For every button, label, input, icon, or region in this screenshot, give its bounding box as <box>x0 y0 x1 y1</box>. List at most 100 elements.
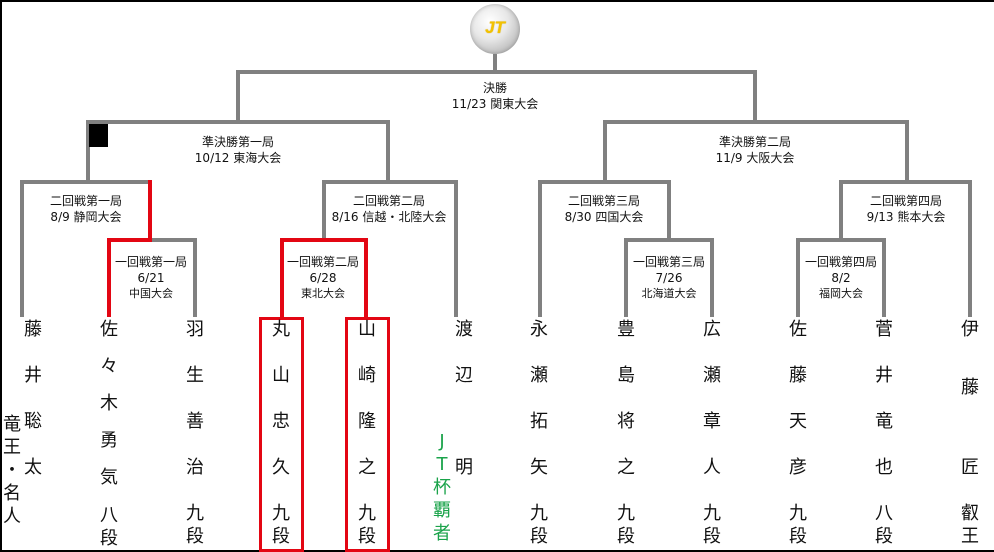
player-toyoshima-masayuki[interactable]: 豊 島 将 之 九 段 <box>604 318 648 548</box>
rank-char: 段 <box>186 526 204 547</box>
r1-3-label: 一回戦第三局 7/26 北海道大会 <box>633 254 705 302</box>
r1-4-round: 一回戦第四局 <box>804 255 878 269</box>
player-hirose-akihito[interactable]: 広 瀬 章 人 九 段 <box>690 318 734 548</box>
r1-4-leg-right <box>882 238 886 317</box>
r1-3-leg-left <box>624 238 628 317</box>
r1-1-round: 一回戦第一局 <box>114 255 188 269</box>
r1-1-leg-left-winner <box>107 238 111 317</box>
sf1-bar <box>86 120 390 124</box>
name-char: 木 <box>100 393 118 414</box>
player-title-ryuo-meijin: 竜 王 ・ 名 人 <box>0 413 24 528</box>
r2-1-round: 二回戦第一局 <box>49 194 123 208</box>
player-yamasaki-takayuki[interactable]: 山 崎 隆 之 九 段 <box>345 318 389 548</box>
rank-char: 段 <box>358 526 376 547</box>
name-char: 瀬 <box>703 365 721 386</box>
name-char: 之 <box>358 457 376 478</box>
title-char: 杯 <box>433 477 451 498</box>
final-round: 決勝 <box>482 81 507 95</box>
rank-char: 叡 <box>961 503 979 524</box>
rank-char: 八 <box>100 505 118 526</box>
title-char: 竜 <box>3 414 21 435</box>
name-char: 島 <box>617 365 635 386</box>
rank-char: 段 <box>530 526 548 547</box>
name-char: 々 <box>100 356 118 377</box>
player-sato-amahiko[interactable]: 佐 藤 天 彦 九 段 <box>776 318 820 548</box>
name-char: 忠 <box>272 411 290 432</box>
r2-4-round: 二回戦第四局 <box>869 194 943 208</box>
name-char: 永 <box>530 319 548 340</box>
r2-4-label: 二回戦第四局 9/13 熊本大会 <box>867 193 946 225</box>
player-nagase-takuya[interactable]: 永 瀬 拓 矢 九 段 <box>517 318 561 548</box>
sf2-round: 準決勝第二局 <box>718 135 792 149</box>
final-label: 決勝 11/23 関東大会 <box>452 80 538 112</box>
rank-char: 段 <box>272 526 290 547</box>
player-sasaki-yuki[interactable]: 佐 々 木 勇 気 八 段 <box>87 318 131 550</box>
sf2-label: 準決勝第二局 11/9 大阪大会 <box>716 134 795 166</box>
r1-1-label: 一回戦第一局 6/21 中国大会 <box>115 254 187 302</box>
r1-2-leg-right <box>364 238 368 318</box>
r1-1-bar-winner <box>107 238 152 242</box>
name-char: 章 <box>703 411 721 432</box>
name-char: 井 <box>24 365 42 386</box>
name-char: 拓 <box>530 411 548 432</box>
name-char: 気 <box>100 467 118 488</box>
highlight-box-maruyama <box>259 317 304 552</box>
rank-char: 段 <box>617 526 635 547</box>
rank-char: 九 <box>789 503 807 524</box>
r2-1-bar <box>20 180 152 184</box>
sf2-bar <box>603 120 909 124</box>
r2-2-label: 二回戦第二局 8/16 信越・北陸大会 <box>332 193 447 225</box>
name-char: 人 <box>703 457 721 478</box>
r1-4-label: 一回戦第四局 8/2 福岡大会 <box>805 254 877 302</box>
name-char: 治 <box>186 457 204 478</box>
r2-2-leg-right <box>454 180 458 317</box>
name-char: 藤 <box>24 319 42 340</box>
rank-char: 九 <box>186 503 204 524</box>
name-char: 明 <box>455 457 473 478</box>
sf2-leg-right <box>905 120 909 183</box>
name-char: 天 <box>789 411 807 432</box>
r2-3-round: 二回戦第三局 <box>567 194 641 208</box>
final-leg-left <box>236 70 240 123</box>
sf1-leg-left <box>86 120 90 183</box>
r2-1-leg-right-winner <box>148 180 152 242</box>
sf2-date-venue: 11/9 大阪大会 <box>715 151 795 165</box>
r1-4-date: 8/2 <box>831 271 851 285</box>
name-char: 矢 <box>530 457 548 478</box>
player-sugai-tatsuya[interactable]: 菅 井 竜 也 八 段 <box>862 318 906 548</box>
r2-1-leg-left <box>20 180 24 317</box>
name-char: 之 <box>617 457 635 478</box>
rank-char: 段 <box>703 526 721 547</box>
r2-3-date-venue: 8/30 四国大会 <box>564 210 644 224</box>
title-char: ・ <box>3 460 21 481</box>
player-watanabe-akira[interactable]: 渡 辺 明 <box>442 318 486 502</box>
player-ito-takumi[interactable]: 伊 藤 匠 叡 王 <box>948 318 992 548</box>
title-char: 者 <box>433 523 451 544</box>
r1-2-bar-winner <box>280 238 368 242</box>
final-bar <box>236 70 757 74</box>
r1-3-leg-right <box>710 238 714 317</box>
name-char: 辺 <box>455 365 473 386</box>
name-char: 将 <box>617 411 635 432</box>
player-maruyama-tadahisa[interactable]: 丸 山 忠 久 九 段 <box>259 318 303 548</box>
name-char: 広 <box>703 319 721 340</box>
r2-2-bar <box>322 180 458 184</box>
title-char: 覇 <box>433 500 451 521</box>
final-leg-right <box>753 70 757 123</box>
player-habu-yoshiharu[interactable]: 羽 生 善 治 九 段 <box>173 318 217 548</box>
r1-3-bar <box>624 238 714 242</box>
r1-3-round: 一回戦第三局 <box>632 255 706 269</box>
jt-emblem: JT <box>485 18 505 37</box>
player-fujii-sota[interactable]: 藤 井 聡 太 <box>11 318 55 502</box>
name-char: 也 <box>875 457 893 478</box>
r1-4-bar <box>796 238 886 242</box>
name-char: 山 <box>272 365 290 386</box>
name-char: 豊 <box>617 319 635 340</box>
name-char: 藤 <box>961 377 979 398</box>
name-char: 崎 <box>358 365 376 386</box>
r2-4-bar <box>839 180 972 184</box>
final-date-venue: 11/23 関東大会 <box>451 97 539 111</box>
name-char: 隆 <box>358 411 376 432</box>
rank-char: 九 <box>358 503 376 524</box>
